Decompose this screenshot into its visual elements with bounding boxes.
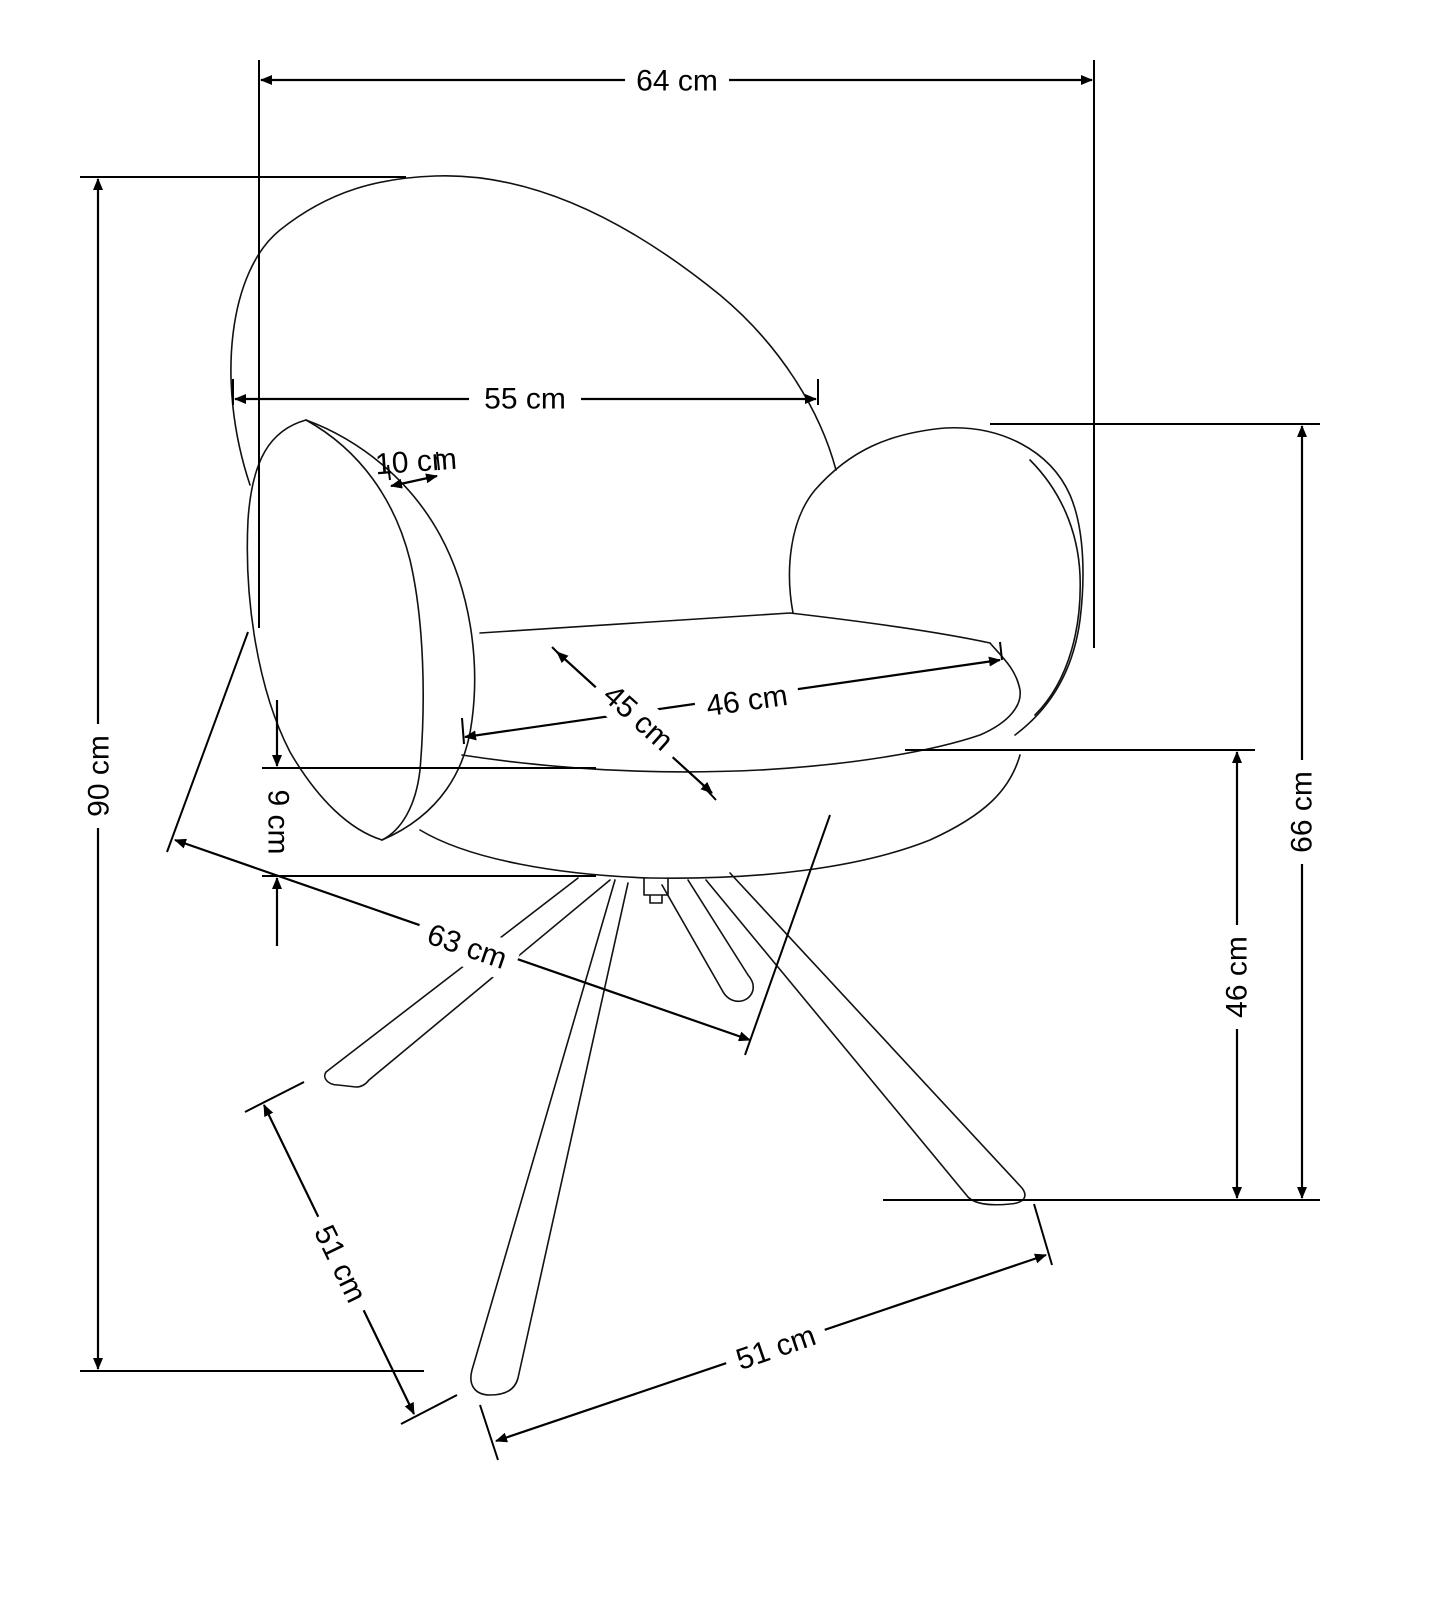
dimline-armrest-thickness [390,473,438,489]
right-armrest-rim [1029,459,1082,716]
extension-lines [80,60,1320,1461]
label-base-left: 51 cm [307,1220,372,1308]
backrest-outline [230,175,837,486]
seat-underside [419,754,1021,880]
dimension-labels: 64 cm 55 cm 10 cm 45 cm 46 cm 9 cm 63 cm… [79,61,1322,1384]
left-armrest-outer [246,419,383,841]
dimension-lines [93,75,1307,1443]
left-armrest-rim [305,419,424,841]
label-overall-height: 90 cm [83,735,116,817]
label-cushion-height: 9 cm [262,789,295,854]
label-armrest-thickness: 10 cm [374,443,458,482]
right-armrest [788,427,1084,736]
chair-outline [230,175,1084,1396]
leg-front-right [705,872,1026,1206]
label-armrest-height: 66 cm [1286,771,1319,853]
leg-back-right [661,879,755,1003]
label-overall-width: 64 cm [636,65,718,98]
leg-back-left [323,877,611,1088]
label-seat-height: 46 cm [1221,936,1254,1018]
label-seat-width: 55 cm [484,383,566,416]
left-armrest-inner [305,419,476,841]
seat-top [479,612,991,644]
